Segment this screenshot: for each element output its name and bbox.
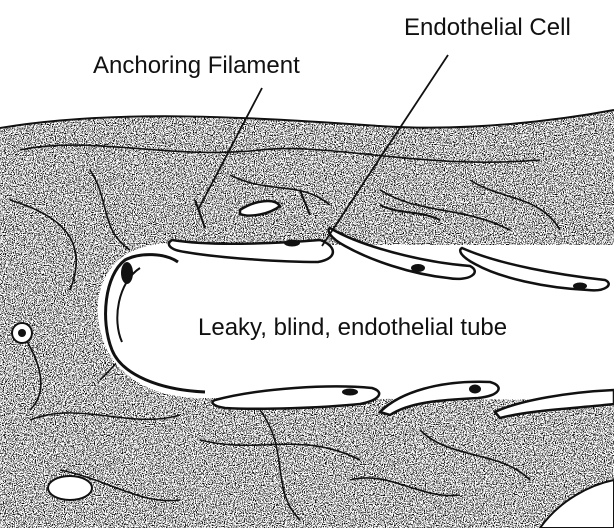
anchoring-filament-label: Anchoring Filament — [93, 52, 300, 79]
tube-label: Leaky, blind, endothelial tube — [198, 314, 507, 341]
endothelial-cell-label: Endothelial Cell — [404, 14, 571, 41]
